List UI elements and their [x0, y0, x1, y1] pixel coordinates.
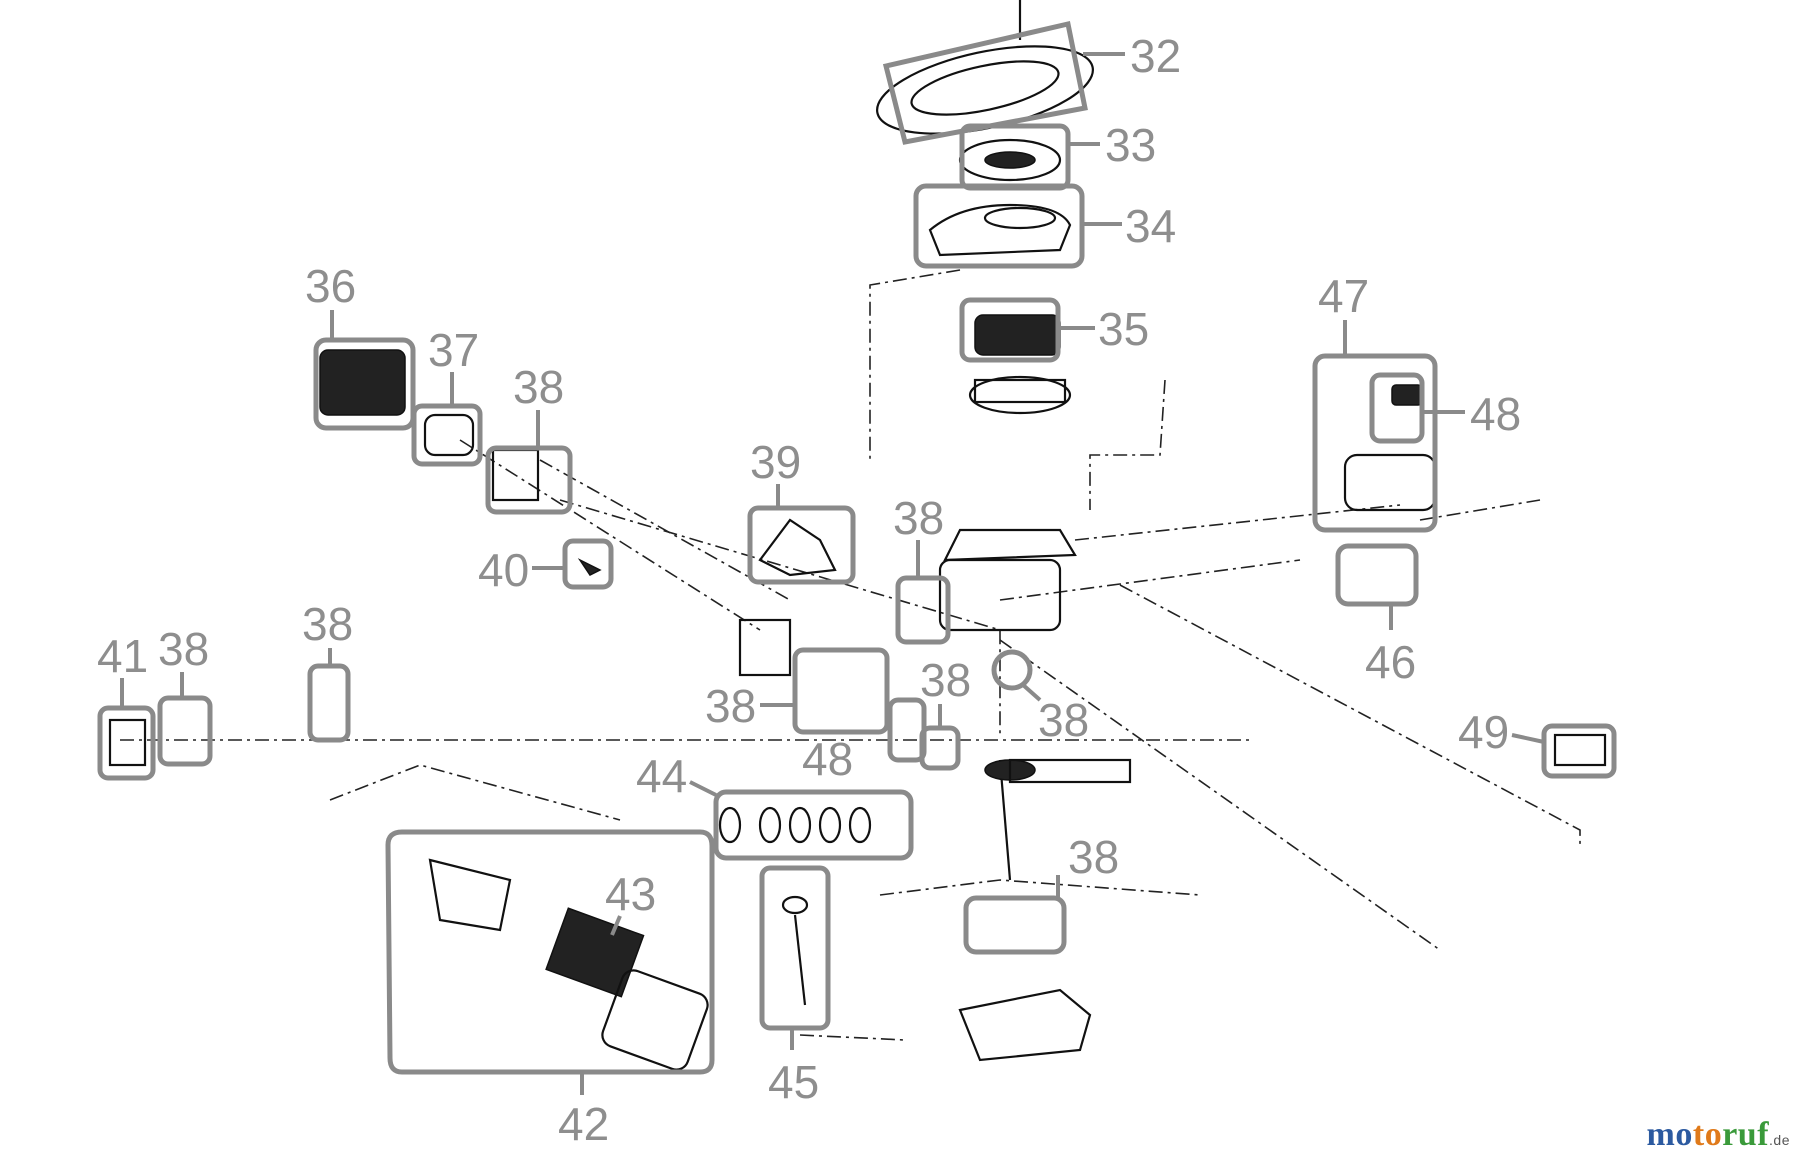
- callout-labels: 32 33 34 35 36 37 38 39 38 40 41 38: [97, 20, 1617, 1150]
- callout-box-49: [1541, 723, 1617, 779]
- callout-box-32: [882, 20, 1088, 145]
- label-38-h: 38: [1068, 831, 1119, 883]
- label-41: 41: [97, 630, 148, 682]
- brand-part-2: to: [1692, 1116, 1723, 1153]
- label-40: 40: [478, 544, 529, 596]
- callout-box-38-h: [963, 895, 1067, 955]
- callout-box-41: [97, 705, 156, 781]
- callout-box-48-a: [887, 697, 927, 763]
- callout-box-38-a: [485, 445, 573, 515]
- callout-box-46: [1335, 543, 1419, 607]
- label-32: 32: [1130, 30, 1181, 82]
- label-46: 46: [1365, 636, 1416, 688]
- callout-box-38-e: [792, 647, 890, 735]
- label-47: 47: [1318, 270, 1369, 322]
- callout-box-38-c: [157, 695, 213, 767]
- callout-box-44: [713, 789, 914, 861]
- label-45: 45: [768, 1056, 819, 1108]
- brand-logo: motoruf.de: [1647, 1116, 1790, 1154]
- callout-box-40: [562, 538, 614, 590]
- label-44: 44: [636, 750, 687, 802]
- brand-part-3: ruf: [1722, 1116, 1770, 1153]
- label-38-b: 38: [893, 492, 944, 544]
- label-38-g: 38: [1038, 694, 1089, 746]
- callout-box-42: [385, 829, 715, 1075]
- label-36: 36: [305, 260, 356, 312]
- callout-box-36: [313, 337, 416, 431]
- callout-box-45: [759, 865, 831, 1031]
- label-38-f: 38: [920, 654, 971, 706]
- label-38-d: 38: [302, 598, 353, 650]
- label-38-e: 38: [705, 680, 756, 732]
- callout-box-38-g: [991, 649, 1033, 691]
- callout-box-38-b: [895, 575, 951, 645]
- label-49: 49: [1458, 706, 1509, 758]
- label-35: 35: [1098, 303, 1149, 355]
- label-38-c: 38: [158, 623, 209, 675]
- label-48-a: 48: [802, 733, 853, 785]
- callout-box-47: [1312, 353, 1438, 533]
- label-38-a: 38: [513, 361, 564, 413]
- label-48-b: 48: [1470, 388, 1521, 440]
- brand-tld: .de: [1769, 1132, 1790, 1148]
- callout-box-37: [411, 403, 483, 467]
- label-42: 42: [558, 1098, 609, 1150]
- assembly-guide-lines: [120, 269, 1581, 1041]
- label-33: 33: [1105, 119, 1156, 171]
- callout-box-38-f: [919, 725, 961, 771]
- label-43: 43: [605, 868, 656, 920]
- callout-box-48-b: [1369, 372, 1425, 444]
- callout-box-38-d: [307, 663, 351, 743]
- callout-box-39: [747, 505, 856, 585]
- part-sketches: [108, 0, 1607, 1071]
- label-39: 39: [750, 436, 801, 488]
- label-34: 34: [1125, 200, 1176, 252]
- brand-part-1: mo: [1646, 1116, 1693, 1153]
- label-37: 37: [428, 324, 479, 376]
